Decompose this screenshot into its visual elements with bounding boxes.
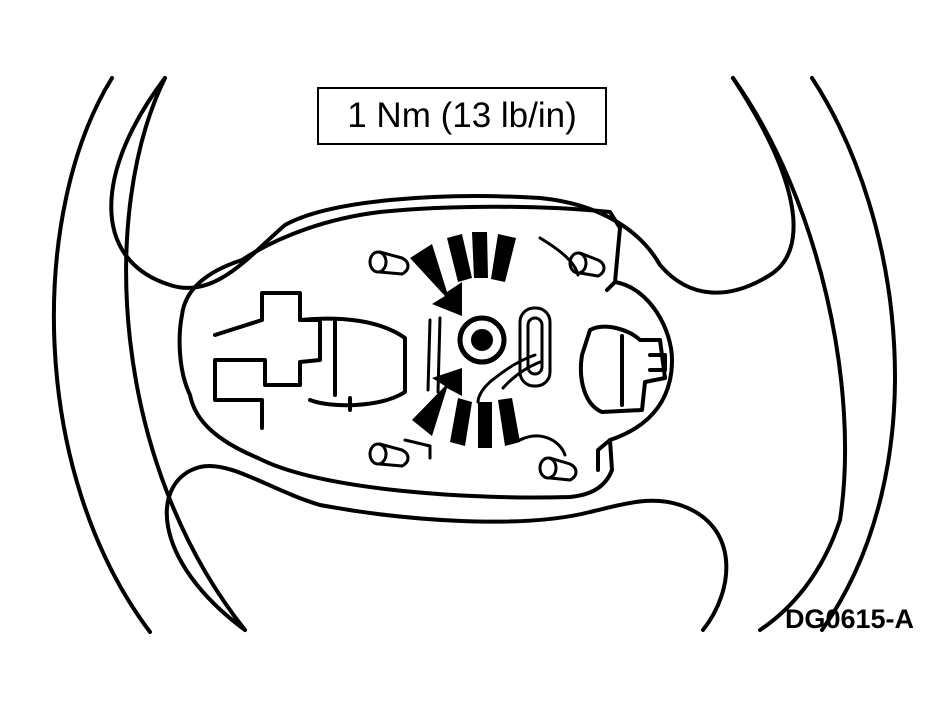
- tick-top-1: [447, 234, 472, 282]
- rim-inner-right: [731, 76, 848, 632]
- center-bolt: [457, 315, 507, 365]
- mount-pin-top-left: [368, 250, 388, 274]
- rim-outer-right: [810, 76, 897, 632]
- tick-bottom-3: [498, 398, 520, 446]
- mount-pin-bottom-right: [538, 456, 558, 480]
- figure-id-label: DG0615-A: [784, 604, 914, 634]
- rim-inner-left: [124, 76, 247, 632]
- mount-pin-bottom-left: [368, 442, 388, 466]
- tick-bottom-1: [450, 398, 472, 446]
- tick-top-3: [491, 234, 516, 282]
- right-mount: [578, 324, 667, 414]
- tick-bottom-2: [478, 402, 492, 448]
- upper-spoke: [109, 76, 796, 295]
- tightening-arrows: [410, 244, 462, 436]
- clock-spring-wire: [476, 306, 552, 404]
- bolt-outer: [457, 315, 507, 365]
- left-mount-bracket: [298, 316, 407, 412]
- bolt-inner: [471, 329, 493, 351]
- tick-top-2: [472, 232, 488, 278]
- rim-outer-left: [51, 76, 152, 634]
- arrow-lower: [412, 368, 462, 436]
- hub-housing: [177, 204, 674, 500]
- hub-detail-lines: [403, 236, 580, 460]
- lower-spoke: [164, 463, 729, 632]
- air-bag-mount-pins: [368, 250, 606, 482]
- right-junction: [596, 280, 617, 472]
- arrow-upper: [410, 244, 462, 316]
- torque-ticks: [447, 232, 520, 448]
- torque-spec-label: 1 Nm (13 lb/in): [317, 87, 607, 145]
- left-mount: [213, 291, 322, 430]
- clock-spring-slot: [518, 306, 552, 388]
